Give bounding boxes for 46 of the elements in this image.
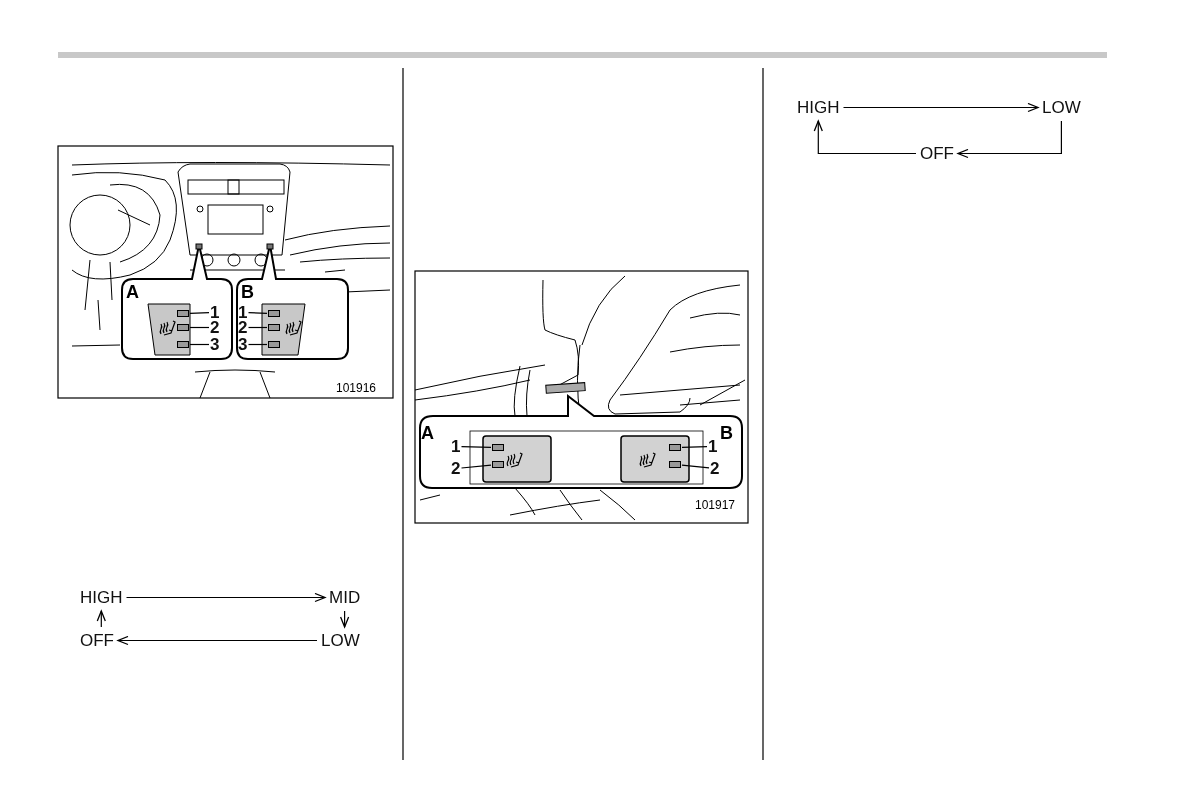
leader-line (460, 446, 492, 448)
indicator-light (177, 341, 189, 348)
mode-label: OFF (920, 144, 954, 163)
arrow (813, 120, 917, 155)
indicator-light (268, 341, 280, 348)
indicator-light (669, 461, 681, 468)
leader-line (247, 312, 268, 314)
leader-line (189, 312, 210, 314)
mode-label: MID (329, 588, 361, 607)
figure-number: 101916 (336, 381, 377, 395)
mode-label: LOW (321, 631, 360, 650)
leader-line (247, 343, 268, 346)
arrow (842, 102, 1039, 113)
arrow (96, 610, 106, 628)
callout-number: 2 (451, 459, 461, 478)
callout-number: 3 (238, 335, 248, 354)
part-letter: A (126, 282, 139, 303)
part-letter: B (241, 282, 254, 303)
leader-line (189, 343, 210, 346)
mode-label: HIGH (80, 588, 123, 607)
indicator-light (268, 324, 280, 331)
indicator-light (177, 310, 189, 317)
indicator-light (177, 324, 189, 331)
mode-label: OFF (80, 631, 114, 650)
figure-number: 101917 (695, 498, 736, 512)
callout-number: 2 (710, 459, 720, 478)
indicator-light (268, 310, 280, 317)
part-letter: B (720, 423, 733, 444)
leader-line (681, 464, 710, 469)
leader-line (189, 326, 210, 329)
arrow (339, 610, 350, 628)
mode-label: LOW (1042, 98, 1081, 117)
callout-number: 1 (708, 437, 718, 456)
part-letter: A (421, 423, 434, 444)
mode-label: HIGH (797, 98, 840, 117)
indicator-light (669, 444, 681, 451)
arrow (957, 120, 1062, 159)
callout-number: 3 (210, 335, 220, 354)
leader-line (460, 464, 492, 469)
leader-line (681, 446, 708, 448)
arrow (125, 592, 326, 603)
callout-number: 1 (451, 437, 461, 456)
indicator-light (492, 444, 504, 451)
indicator-light (492, 461, 504, 468)
arrow (117, 635, 318, 646)
leader-line (247, 326, 268, 329)
